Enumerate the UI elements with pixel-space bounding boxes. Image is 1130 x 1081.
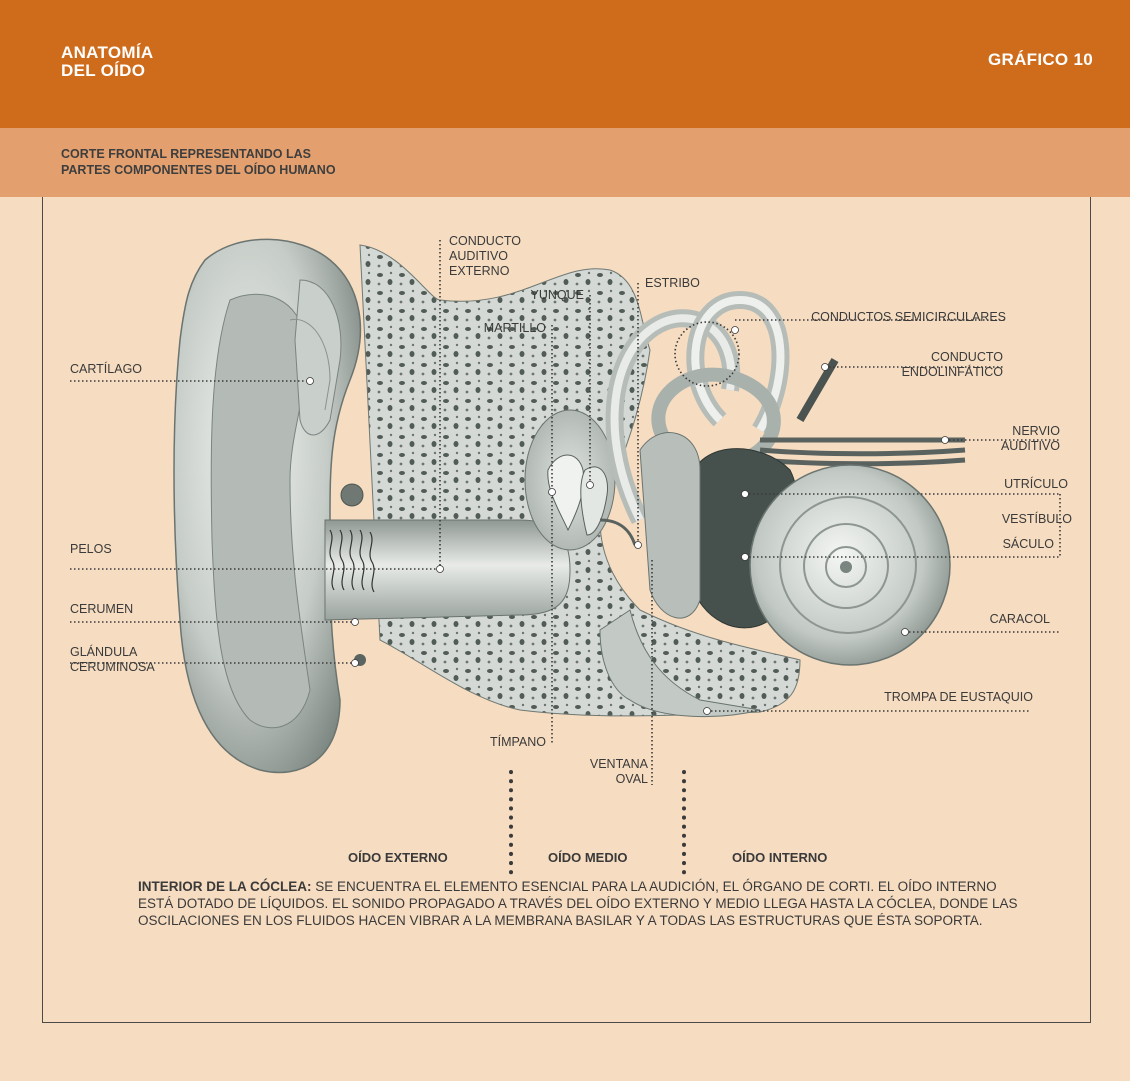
label-nervio-auditivo-line-2: AUDITIVO [960, 439, 1060, 454]
label-conducto-auditivo-externo-line-1: CONDUCTO [449, 234, 521, 249]
dot-utriculo [742, 491, 749, 498]
dot-estribo [635, 542, 642, 549]
cochlea-note: INTERIOR DE LA CÓCLEA: SE ENCUENTRA EL E… [138, 878, 1018, 929]
label-glandula-ceruminosa: GLÁNDULA CERUMINOSA [70, 645, 155, 675]
zone-oido-externo: OÍDO EXTERNO [348, 850, 448, 865]
label-ventana-oval: VENTANA OVAL [560, 757, 648, 787]
label-estribo: ESTRIBO [645, 276, 700, 291]
dot-trompa [704, 708, 711, 715]
dot-endolinfatico [822, 364, 829, 371]
dot-glandula [352, 660, 359, 667]
label-conducto-endolinfatico-line-2: ENDOLINFÁTICO [860, 365, 1003, 380]
dot-conducto [437, 566, 444, 573]
label-nervio-auditivo: NERVIO AUDITIVO [960, 424, 1060, 454]
label-conducto-auditivo-externo-line-2: AUDITIVO [449, 249, 521, 264]
label-nervio-auditivo-line-1: NERVIO [960, 424, 1060, 439]
zone-oido-interno: OÍDO INTERNO [732, 850, 827, 865]
label-saculo: SÁCULO [940, 537, 1054, 552]
dot-martillo [549, 489, 556, 496]
label-utriculo: UTRÍCULO [940, 477, 1068, 492]
label-yunque: YUNQUE [500, 288, 584, 303]
cochlea [750, 465, 950, 665]
label-timpano: TÍMPANO [460, 735, 546, 750]
dot-caracol [902, 629, 909, 636]
label-cerumen: CERUMEN [70, 602, 133, 617]
dot-cerumen [352, 619, 359, 626]
dot-saculo [742, 554, 749, 561]
label-trompa-de-eustaquio: TROMPA DE EUSTAQUIO [800, 690, 1033, 705]
label-ventana-oval-line-1: VENTANA [560, 757, 648, 772]
label-martillo: MARTILLO [460, 321, 546, 336]
cochlea-note-lead: INTERIOR DE LA CÓCLEA: [138, 879, 312, 894]
label-conducto-endolinfatico-line-1: CONDUCTO [860, 350, 1003, 365]
dot-nervio [942, 437, 949, 444]
label-ventana-oval-line-2: OVAL [560, 772, 648, 787]
label-cartilago: CARTÍLAGO [70, 362, 142, 377]
dot-yunque [587, 482, 594, 489]
dot-cartilago [307, 378, 314, 385]
label-caracol: CARACOL [940, 612, 1050, 627]
label-glandula-ceruminosa-line-2: CERUMINOSA [70, 660, 155, 675]
outer-ear [174, 239, 363, 772]
label-conducto-auditivo-externo-line-3: EXTERNO [449, 264, 521, 279]
zone-oido-medio: OÍDO MEDIO [548, 850, 627, 865]
label-pelos: PELOS [70, 542, 112, 557]
dot-conductos [732, 327, 739, 334]
label-glandula-ceruminosa-line-1: GLÁNDULA [70, 645, 155, 660]
label-conductos-semicirculares: CONDUCTOS SEMICIRCULARES [740, 310, 1006, 325]
label-conducto-endolinfatico: CONDUCTO ENDOLINFÁTICO [860, 350, 1003, 380]
label-conducto-auditivo-externo: CONDUCTO AUDITIVO EXTERNO [449, 234, 521, 279]
label-vestibulo: VESTÍBULO [940, 512, 1072, 527]
